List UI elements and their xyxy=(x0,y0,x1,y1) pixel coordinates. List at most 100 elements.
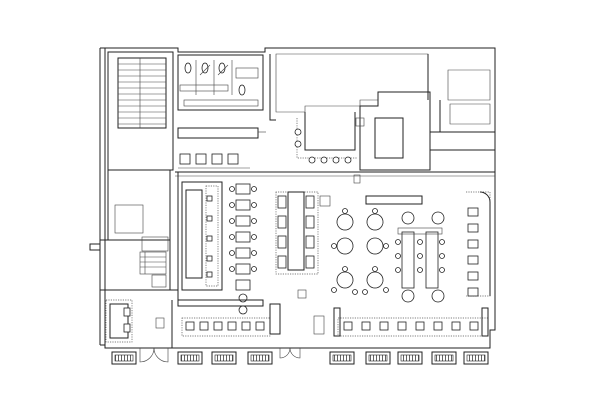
chair-icon xyxy=(401,211,415,225)
table-icon xyxy=(336,271,354,289)
center-booths xyxy=(275,191,319,275)
table-icon xyxy=(235,231,251,243)
chair-icon xyxy=(431,289,445,303)
table-icon xyxy=(366,213,384,231)
toilet-icon xyxy=(218,62,226,74)
table-icon xyxy=(401,231,415,289)
patio-tables xyxy=(177,127,266,169)
chair-icon xyxy=(383,243,389,249)
window-icon xyxy=(247,351,273,365)
window-units xyxy=(111,351,489,365)
table-icon xyxy=(379,321,389,331)
window-icon xyxy=(111,351,137,365)
chair-icon xyxy=(206,271,213,278)
table-icon xyxy=(336,213,354,231)
table-icon xyxy=(235,199,251,211)
table-icon xyxy=(336,237,354,255)
stairwell xyxy=(107,51,174,171)
table-icon xyxy=(227,321,237,331)
table-icon xyxy=(241,321,251,331)
window-icon xyxy=(463,351,489,365)
toilet-icon xyxy=(238,84,246,96)
table-icon xyxy=(467,255,479,265)
chair-icon xyxy=(417,267,423,273)
chair-icon xyxy=(362,289,368,295)
communal-tables xyxy=(395,211,445,303)
chair-icon xyxy=(294,128,302,136)
chair-icon xyxy=(439,253,445,259)
table-icon xyxy=(451,321,461,331)
chair-icon xyxy=(251,266,257,272)
toilet-icon xyxy=(201,62,209,74)
chair-icon xyxy=(229,234,235,240)
door-icon xyxy=(279,347,301,359)
chair-icon xyxy=(439,267,445,273)
table-icon xyxy=(467,239,479,249)
table-icon xyxy=(305,235,315,249)
table-icon xyxy=(227,153,239,165)
table-icon xyxy=(343,321,353,331)
window-icon xyxy=(329,351,355,365)
chair-icon xyxy=(331,287,337,293)
chair-icon xyxy=(251,186,257,192)
table-icon xyxy=(415,321,425,331)
stair-icon xyxy=(139,251,167,275)
left-booth-bank xyxy=(181,181,223,291)
chair-icon xyxy=(229,250,235,256)
table-icon xyxy=(467,223,479,233)
hatched-area-left xyxy=(141,236,169,252)
table-icon xyxy=(179,153,191,165)
table-icon xyxy=(305,195,315,209)
chair-icon xyxy=(320,156,328,164)
stair-icon xyxy=(117,57,167,129)
toilet-icon xyxy=(184,62,192,74)
chair-icon xyxy=(206,215,213,222)
table-icon xyxy=(235,247,251,259)
table-column-a xyxy=(229,183,257,315)
dining-room-walls xyxy=(175,171,495,300)
window-icon xyxy=(431,351,457,365)
table-icon xyxy=(469,321,479,331)
table-icon xyxy=(235,279,251,291)
banquette-left xyxy=(105,299,173,348)
table-icon xyxy=(425,231,439,289)
center-fixtures xyxy=(177,195,331,307)
table-icon xyxy=(235,215,251,227)
chair-icon xyxy=(229,202,235,208)
chair-icon xyxy=(229,186,235,192)
chair-icon xyxy=(308,156,316,164)
bar-counter xyxy=(294,91,495,171)
table-icon xyxy=(277,255,287,269)
chair-icon xyxy=(206,235,213,242)
chair-icon xyxy=(439,239,445,245)
entry-doors xyxy=(139,347,301,363)
table-icon xyxy=(397,321,407,331)
chair-icon xyxy=(294,140,302,148)
chair-icon xyxy=(238,293,248,303)
table-icon xyxy=(235,183,251,195)
table-icon xyxy=(366,237,384,255)
chair-icon xyxy=(344,156,352,164)
chair-icon xyxy=(383,287,389,293)
table-icon xyxy=(211,153,223,165)
chair-icon xyxy=(251,202,257,208)
chair-icon xyxy=(342,208,348,214)
chair-icon xyxy=(251,250,257,256)
chair-icon xyxy=(372,266,378,272)
table-icon xyxy=(199,321,209,331)
right-booth-bank xyxy=(466,191,491,297)
table-icon xyxy=(467,207,479,217)
table-icon xyxy=(195,153,207,165)
window-icon xyxy=(177,351,203,365)
chair-icon xyxy=(342,266,348,272)
kitchen-hatched-zone xyxy=(269,53,491,125)
chair-icon xyxy=(352,289,358,295)
chair-icon xyxy=(417,239,423,245)
chair-icon xyxy=(417,253,423,259)
table-icon xyxy=(433,321,443,331)
restrooms xyxy=(177,54,264,111)
table-icon xyxy=(467,287,479,297)
chair-icon xyxy=(206,195,213,202)
round-tables xyxy=(331,208,389,295)
